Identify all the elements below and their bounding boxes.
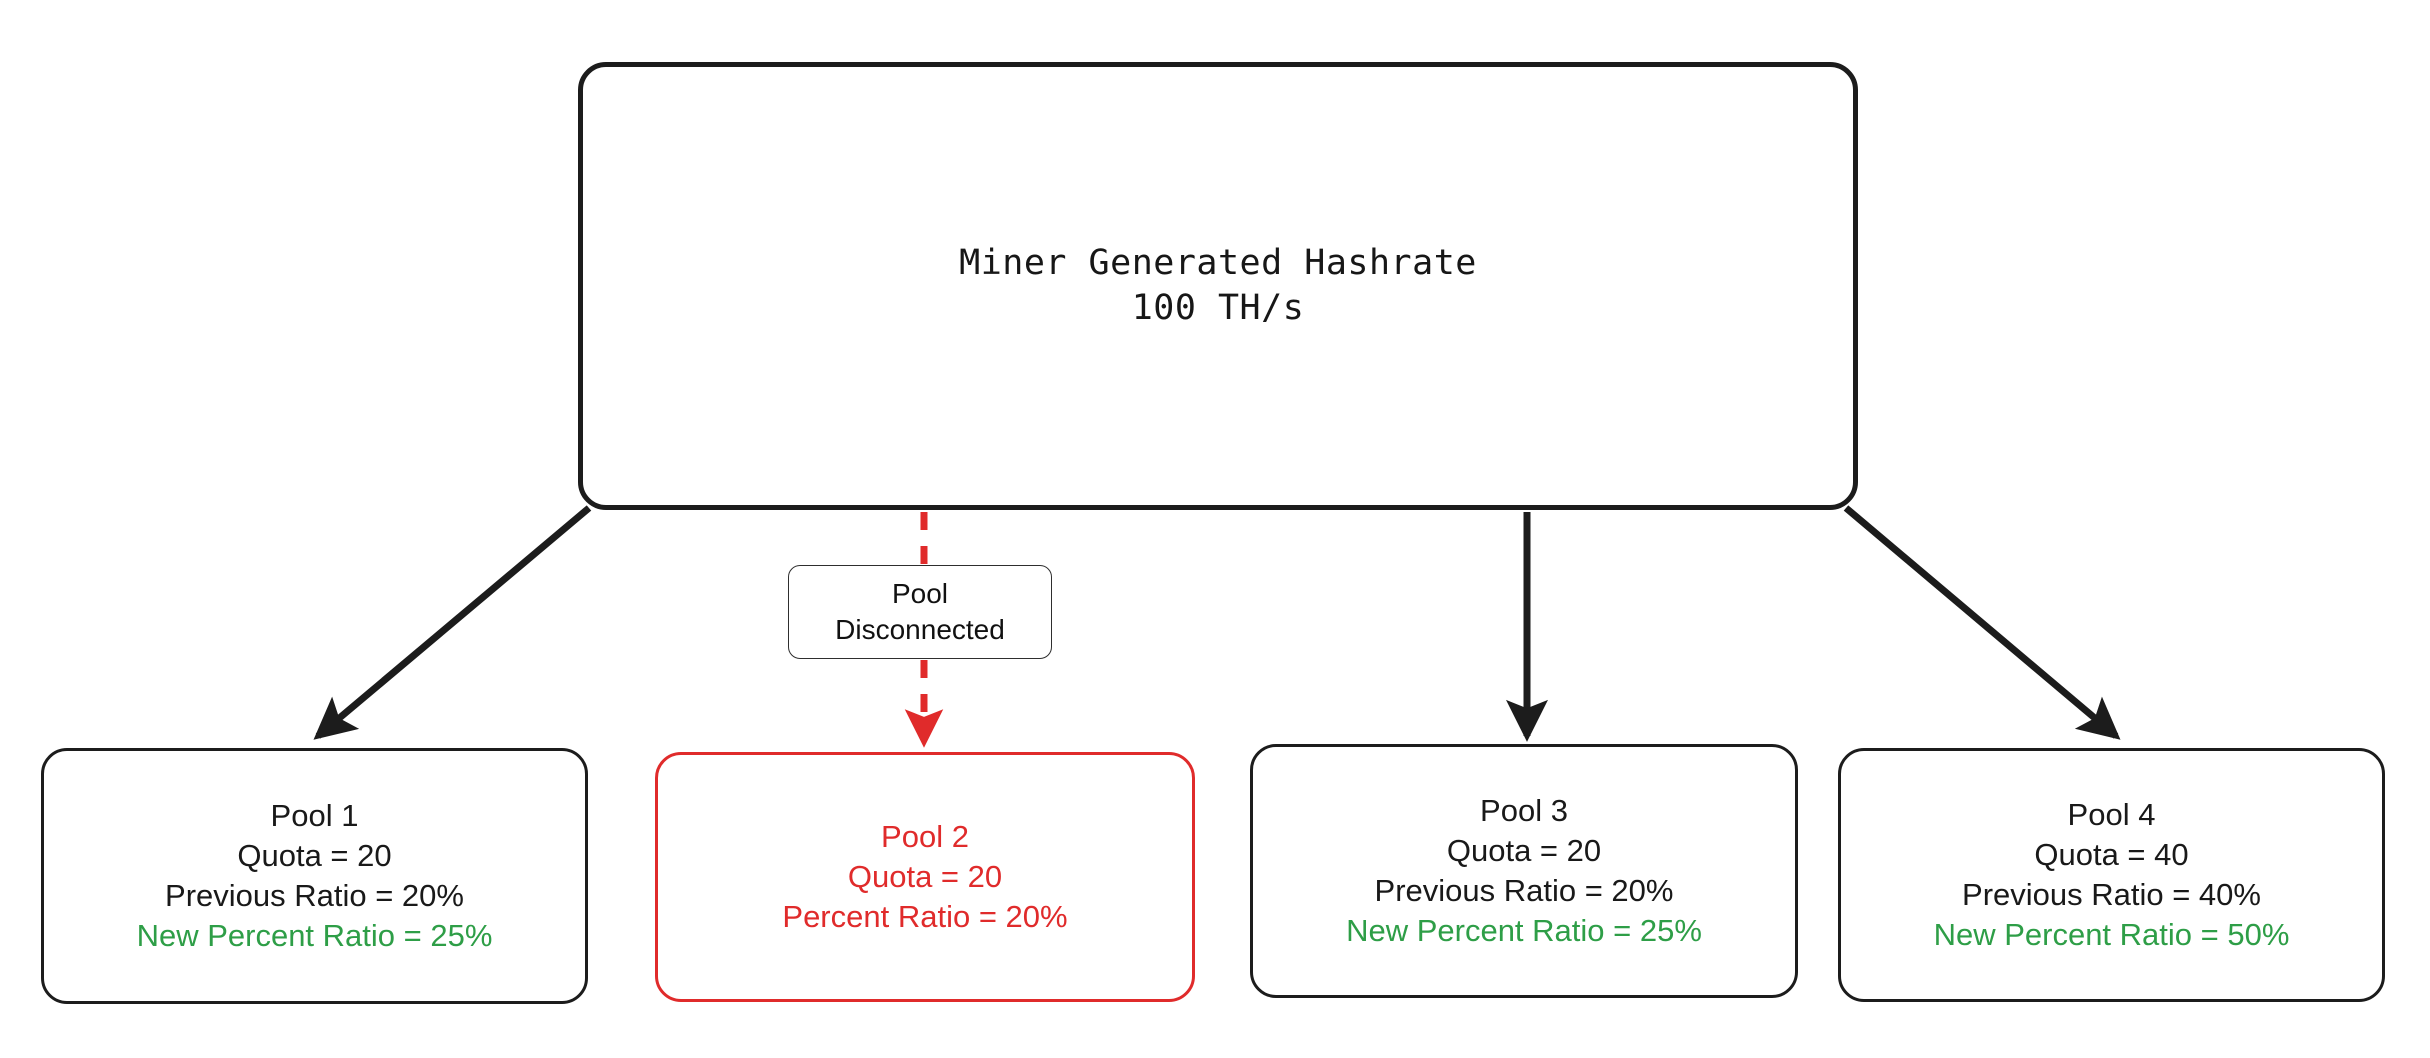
edge-root-to-pool-4 bbox=[1843, 505, 2121, 740]
edge-root-to-pool-1 bbox=[313, 505, 592, 740]
node-pool-4[interactable]: Pool 4 Quota = 40 Previous Ratio = 40% N… bbox=[1838, 748, 2385, 1002]
root-title: Miner Generated Hashrate bbox=[959, 243, 1477, 283]
pool-3-title: Pool 3 bbox=[1480, 793, 1568, 828]
pool-4-title: Pool 4 bbox=[2067, 797, 2156, 832]
root-hashrate: 100 TH/s bbox=[1131, 288, 1305, 328]
pool-3-new-ratio: New Percent Ratio = 25% bbox=[1346, 913, 1702, 948]
pool-disconnected-label[interactable]: Pool Disconnected bbox=[788, 565, 1052, 659]
pool-3-previous-ratio: Previous Ratio = 20% bbox=[1374, 873, 1674, 908]
edge-label-line-2: Disconnected bbox=[835, 614, 1005, 645]
pool-1-new-ratio: New Percent Ratio = 25% bbox=[136, 918, 493, 953]
node-pool-2[interactable]: Pool 2 Quota = 20 Percent Ratio = 20% bbox=[655, 752, 1195, 1002]
node-pool-3[interactable]: Pool 3 Quota = 20 Previous Ratio = 20% N… bbox=[1250, 744, 1798, 998]
pool-1-title: Pool 1 bbox=[270, 798, 359, 833]
pool-2-percent-ratio: Percent Ratio = 20% bbox=[782, 899, 1068, 934]
pool-4-quota: Quota = 40 bbox=[2034, 837, 2189, 872]
pool-4-new-ratio: New Percent Ratio = 50% bbox=[1933, 917, 2290, 952]
node-miner-generated-hashrate[interactable]: Miner Generated Hashrate 100 TH/s bbox=[578, 62, 1858, 510]
edge-label-line-1: Pool bbox=[891, 578, 949, 609]
pool-2-title: Pool 2 bbox=[881, 819, 969, 854]
pool-4-previous-ratio: Previous Ratio = 40% bbox=[1962, 877, 2261, 912]
pool-1-quota: Quota = 20 bbox=[237, 838, 392, 873]
pool-3-quota: Quota = 20 bbox=[1446, 833, 1602, 868]
pool-2-quota: Quota = 20 bbox=[847, 859, 1003, 894]
pool-1-previous-ratio: Previous Ratio = 20% bbox=[165, 878, 464, 913]
node-pool-1[interactable]: Pool 1 Quota = 20 Previous Ratio = 20% N… bbox=[41, 748, 588, 1004]
